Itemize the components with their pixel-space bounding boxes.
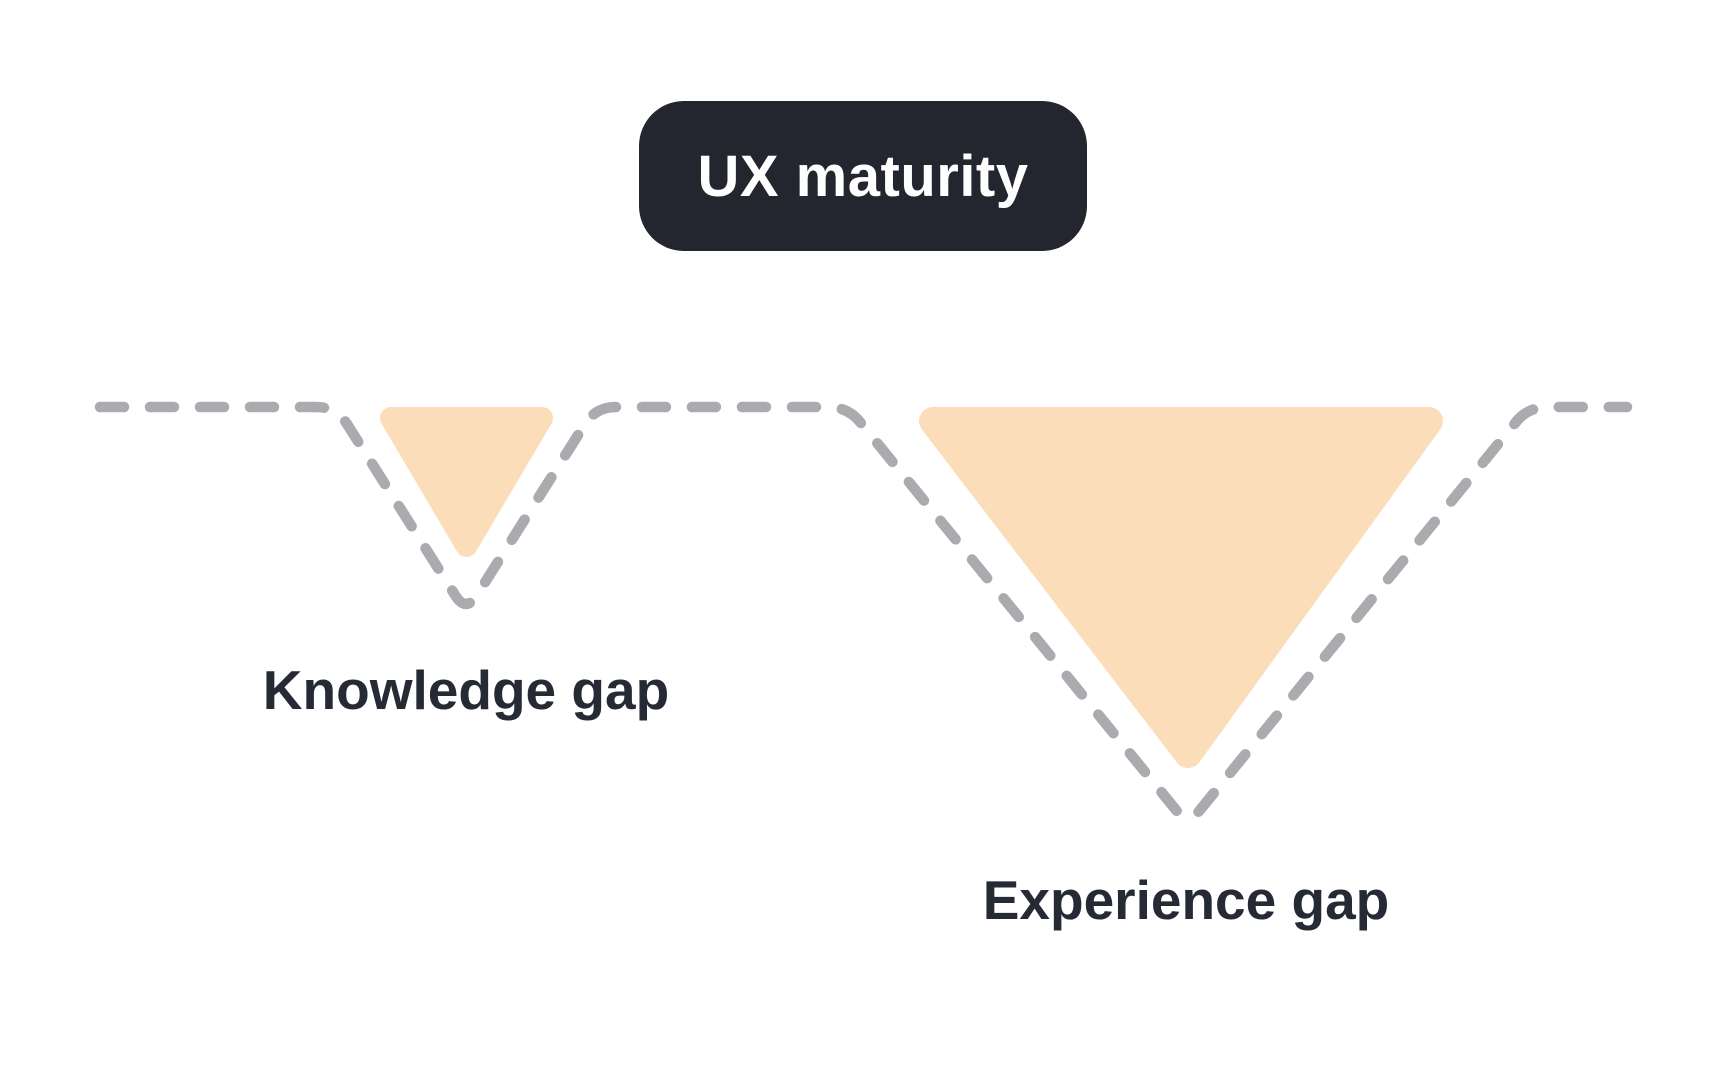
ux-maturity-badge: UX maturity — [639, 101, 1087, 251]
maturity-dashed-line — [94, 401, 1633, 823]
diagram-title: UX maturity — [697, 143, 1029, 209]
knowledge-gap-label: Knowledge gap — [262, 659, 670, 721]
experience-gap-triangle — [919, 407, 1443, 768]
experience-gap-label: Experience gap — [982, 869, 1390, 931]
knowledge-gap-triangle — [380, 407, 553, 557]
